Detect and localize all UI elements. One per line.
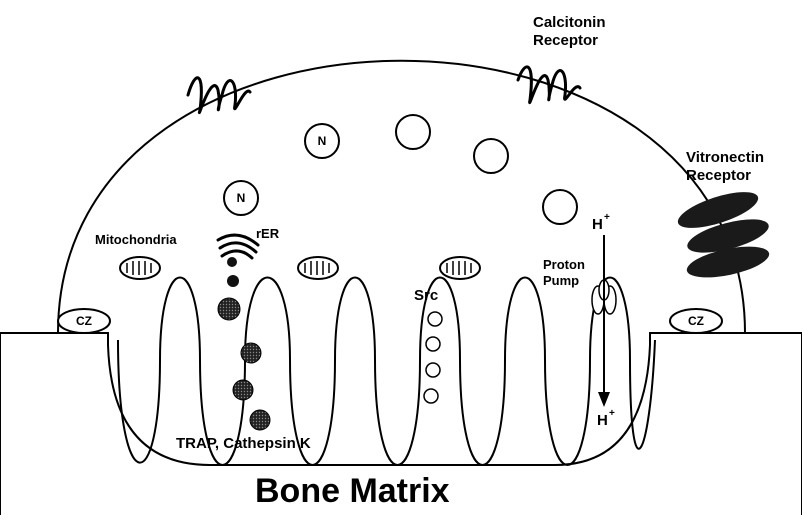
mitochondrion-3: [440, 257, 480, 279]
src-vesicles: [424, 312, 442, 403]
calcitonin-receptor-label-line2: Receptor: [533, 32, 598, 49]
svg-text:N: N: [318, 134, 327, 148]
svg-text:CZ: CZ: [76, 314, 92, 328]
src-label: Src: [414, 287, 438, 304]
calcitonin-receptor-coil: [518, 67, 580, 103]
nucleus-unlabeled-2: [474, 139, 508, 173]
nucleus-2: N: [224, 181, 258, 215]
rough-endoplasmic-reticulum: [218, 235, 258, 258]
calcitonin-receptor-label-line1: Calcitonin: [533, 14, 606, 31]
h-plus-top-superscript: +: [604, 212, 610, 223]
bone-matrix-title: Bone Matrix: [255, 472, 450, 510]
nucleus-1: N: [305, 124, 339, 158]
svg-text:CZ: CZ: [688, 314, 704, 328]
trap-cathepsin-label: TRAP, Cathepsin K: [176, 435, 311, 452]
clear-zone-right: CZ: [670, 309, 722, 333]
clear-zone-left: CZ: [58, 309, 110, 333]
nucleus-unlabeled-1: [396, 115, 430, 149]
proton-pump-label-line2: Pump: [543, 273, 579, 288]
h-plus-bottom-label: H: [597, 412, 608, 429]
vitronectin-receptor-label-line2: Receptor: [686, 167, 751, 184]
h-plus-top-label: H: [592, 216, 603, 233]
rer-label: rER: [256, 226, 280, 241]
mitochondrion-1: [120, 257, 160, 279]
mitochondria-label: Mitochondria: [95, 232, 177, 247]
vitronectin-receptor-label-line1: Vitronectin: [686, 149, 764, 166]
vitronectin-receptor: [674, 185, 772, 284]
osteoclast-cell-membrane: [58, 61, 745, 333]
h-plus-bottom-superscript: +: [609, 408, 615, 419]
mitochondrion-2: [298, 257, 338, 279]
proton-flow-arrow: [598, 235, 610, 407]
svg-text:N: N: [237, 191, 246, 205]
proton-pump-label-line1: Proton: [543, 257, 585, 272]
receptor-coil-left: [188, 78, 250, 113]
nucleus-unlabeled-3: [543, 190, 577, 224]
